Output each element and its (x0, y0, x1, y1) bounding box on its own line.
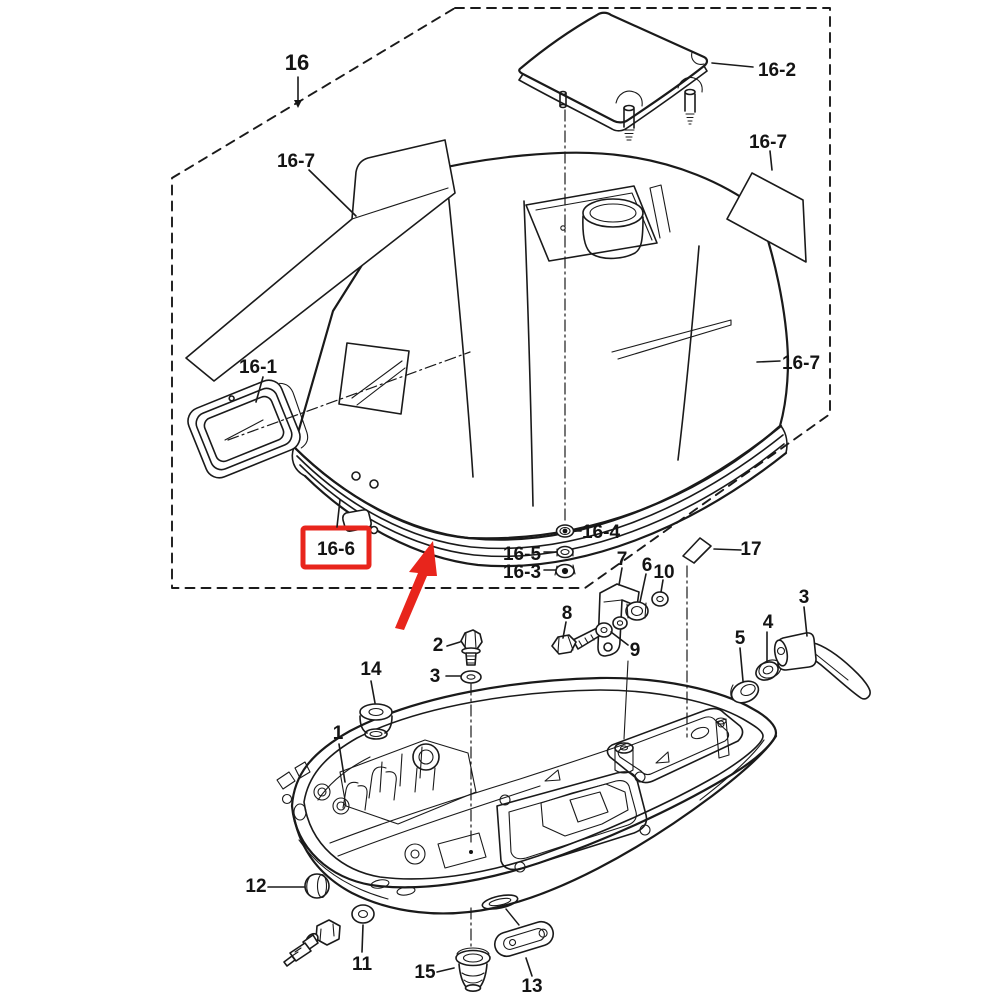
grommet-16-5 (556, 545, 574, 559)
part-label-16-5: 16-5 (503, 544, 541, 565)
part-label-9: 9 (630, 640, 641, 661)
right-compartment (606, 707, 744, 784)
washer-16-4 (555, 524, 575, 538)
nut-16-3 (554, 563, 576, 579)
part-label-16-7-upper-right: 16-7 (749, 132, 787, 153)
part-label-12: 12 (245, 876, 266, 897)
decal-16-7-upper-right (726, 172, 807, 263)
part-label-3-right: 3 (799, 587, 810, 608)
part-labels: 16 16-7 16-2 16-7 16-1 16-7 16-6 16-4 16… (239, 50, 820, 997)
part-label-13: 13 (521, 976, 542, 997)
part-label-3-left: 3 (430, 666, 441, 687)
alignment-line-16-1 (227, 351, 471, 441)
part-label-16-6: 16-6 (317, 539, 355, 560)
grille-reflection-line (224, 419, 264, 441)
part-label-16-7-left: 16-7 (277, 151, 315, 172)
part-label-1: 1 (333, 723, 344, 744)
bolt-8 (551, 627, 602, 655)
part-label-8: 8 (562, 603, 573, 624)
grille-16-1 (187, 379, 309, 479)
part-label-16-1: 16-1 (239, 357, 277, 378)
bolt-2 (460, 629, 483, 666)
part-label-4: 4 (763, 612, 774, 633)
highlight-group (300, 525, 437, 630)
grommet-14 (359, 703, 393, 740)
cover-stud (677, 76, 703, 125)
part-label-11: 11 (352, 954, 373, 975)
plug-15 (455, 947, 491, 992)
decal-16-7-left (185, 139, 456, 382)
part-label-7: 7 (617, 549, 628, 570)
washer-3-left (460, 670, 482, 684)
part-label-14: 14 (360, 659, 382, 680)
part-label-5: 5 (735, 628, 746, 649)
handle-slot (481, 894, 519, 910)
pivot-post (614, 742, 634, 774)
latch-lever-3 (773, 632, 871, 700)
plate-17 (682, 537, 712, 564)
stand-rod (715, 717, 730, 759)
handle-13 (493, 920, 555, 958)
retainer-clips (342, 743, 440, 811)
highlight-box (300, 525, 372, 570)
part-label-16-3: 16-3 (503, 562, 541, 583)
part-label-2: 2 (433, 635, 444, 656)
cover-stud (615, 90, 643, 141)
nut-6 (625, 601, 649, 621)
drain-fitting (283, 919, 341, 967)
assembly-boundary-16 (171, 7, 831, 589)
bushing-5 (730, 680, 760, 704)
lower-cowling-tray-1 (276, 676, 778, 915)
slot-to-handle-line (505, 908, 520, 926)
part-label-16-2: 16-2 (758, 60, 796, 81)
cover-pin (559, 90, 567, 109)
top-recess-opening (525, 184, 671, 262)
leader-lines (255, 62, 808, 977)
washer-9 (595, 616, 628, 638)
part-label-15: 15 (414, 962, 436, 983)
part-label-16-7-right: 16-7 (782, 353, 820, 374)
washer-11 (351, 904, 375, 924)
part-label-17: 17 (740, 539, 761, 560)
part-label-16: 16 (285, 50, 309, 75)
washer-10 (651, 591, 669, 607)
cap-12 (304, 873, 330, 899)
highlight-arrow (395, 541, 437, 630)
part-label-10: 10 (653, 562, 674, 583)
part-label-6: 6 (642, 555, 653, 576)
part-label-16-4: 16-4 (582, 522, 620, 543)
cover-plate-16-2 (518, 11, 709, 141)
